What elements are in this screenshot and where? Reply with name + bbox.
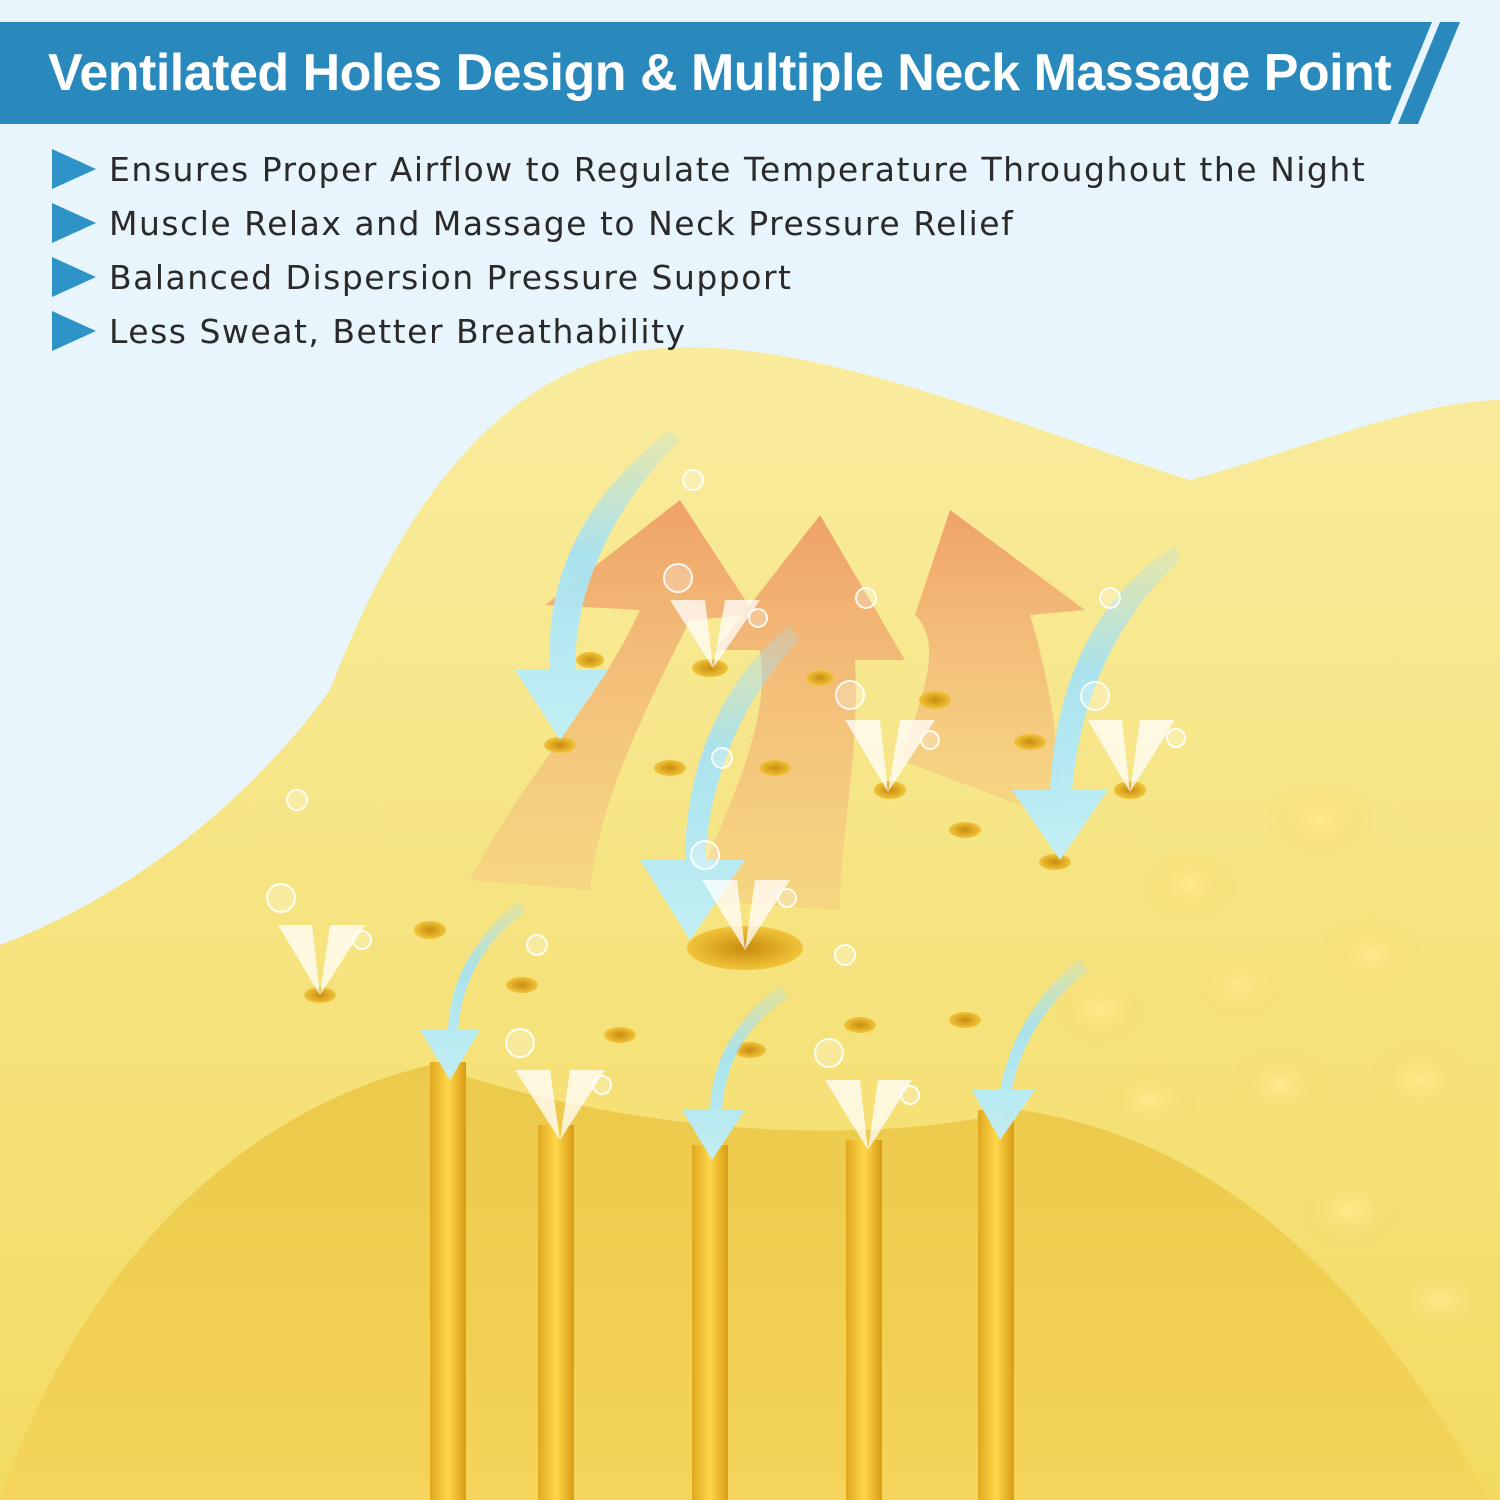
ventilation-holes (304, 652, 1146, 1058)
triangle-bullet-icon (52, 257, 96, 297)
feature-item: Less Sweat, Better Breathability (52, 304, 1472, 358)
cool-air-arrows (420, 430, 1180, 1160)
air-bubble-fountains (266, 469, 1186, 1150)
feature-item: Balanced Dispersion Pressure Support (52, 250, 1472, 304)
feature-text: Ensures Proper Airflow to Regulate Tempe… (109, 149, 1367, 189)
banner-shape (0, 22, 1460, 124)
triangle-bullet-icon (52, 149, 96, 189)
massage-bumps (1050, 780, 1490, 1338)
title-banner: Ventilated Holes Design & Multiple Neck … (0, 0, 1500, 140)
feature-list: Ensures Proper Airflow to Regulate Tempe… (52, 142, 1472, 358)
air-channels (430, 1062, 1014, 1500)
feature-text: Muscle Relax and Massage to Neck Pressur… (109, 203, 1015, 243)
triangle-bullet-icon (52, 203, 96, 243)
feature-text: Balanced Dispersion Pressure Support (109, 257, 793, 297)
triangle-bullet-icon (52, 311, 96, 351)
page-title: Ventilated Holes Design & Multiple Neck … (48, 44, 1392, 102)
feature-text: Less Sweat, Better Breathability (109, 311, 687, 351)
feature-item: Ensures Proper Airflow to Regulate Tempe… (52, 142, 1472, 196)
feature-item: Muscle Relax and Massage to Neck Pressur… (52, 196, 1472, 250)
